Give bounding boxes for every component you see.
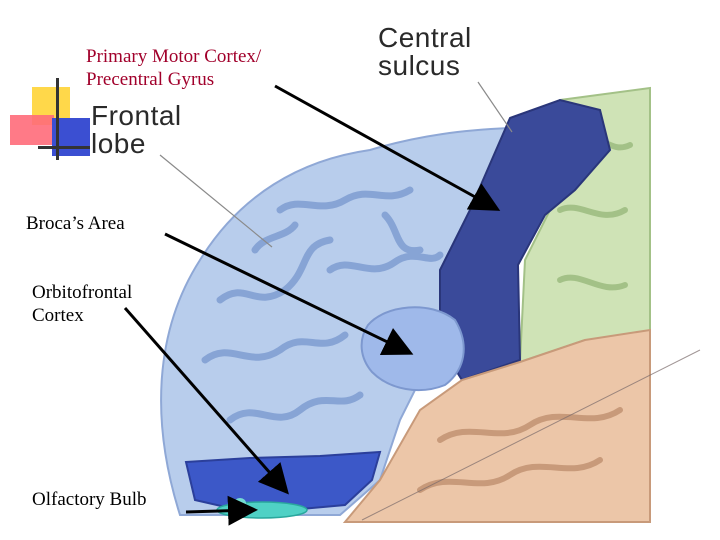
frontal-lobe-leader — [159, 154, 273, 248]
orbitofrontal-line2: Cortex — [32, 305, 84, 326]
primary-motor-line2: Precentral Gyrus — [86, 69, 215, 90]
primary-motor-label: Primary Motor Cortex/ Precentral Gyrus — [86, 45, 261, 91]
olfactory-label: Olfactory Bulb — [32, 489, 147, 510]
broca-area — [360, 306, 465, 392]
central-label-line1: Central — [378, 22, 472, 53]
orbitofrontal-line1: Orbitofrontal — [32, 282, 133, 303]
temporal-folds — [417, 407, 623, 493]
arrow-orbitofrontal — [123, 307, 289, 495]
central-sulcus-label: Central sulcus — [378, 24, 472, 80]
orbitofrontal-label: Orbitofrontal Cortex — [32, 281, 132, 327]
frontal-label-line2: lobe — [91, 128, 146, 159]
arrow-olfactory — [185, 495, 258, 526]
central-label-line2: sulcus — [378, 50, 461, 81]
arrow-primary-motor — [274, 84, 501, 211]
broca-label: Broca’s Area — [26, 213, 125, 234]
temporal-lobe — [342, 328, 651, 523]
motor-cortex — [439, 98, 612, 382]
scale-line — [361, 349, 701, 521]
frontal-lobe — [160, 126, 522, 516]
red-square — [10, 115, 54, 145]
arrow-broca — [164, 232, 414, 356]
frontal-lobe-label: Frontal lobe — [91, 102, 182, 158]
horizontal-bar — [38, 146, 90, 149]
central-sulcus-leader — [477, 81, 513, 133]
frontal-label-line1: Frontal — [91, 100, 182, 131]
primary-motor-line1: Primary Motor Cortex/ — [86, 46, 262, 67]
vertical-bar — [56, 78, 59, 160]
